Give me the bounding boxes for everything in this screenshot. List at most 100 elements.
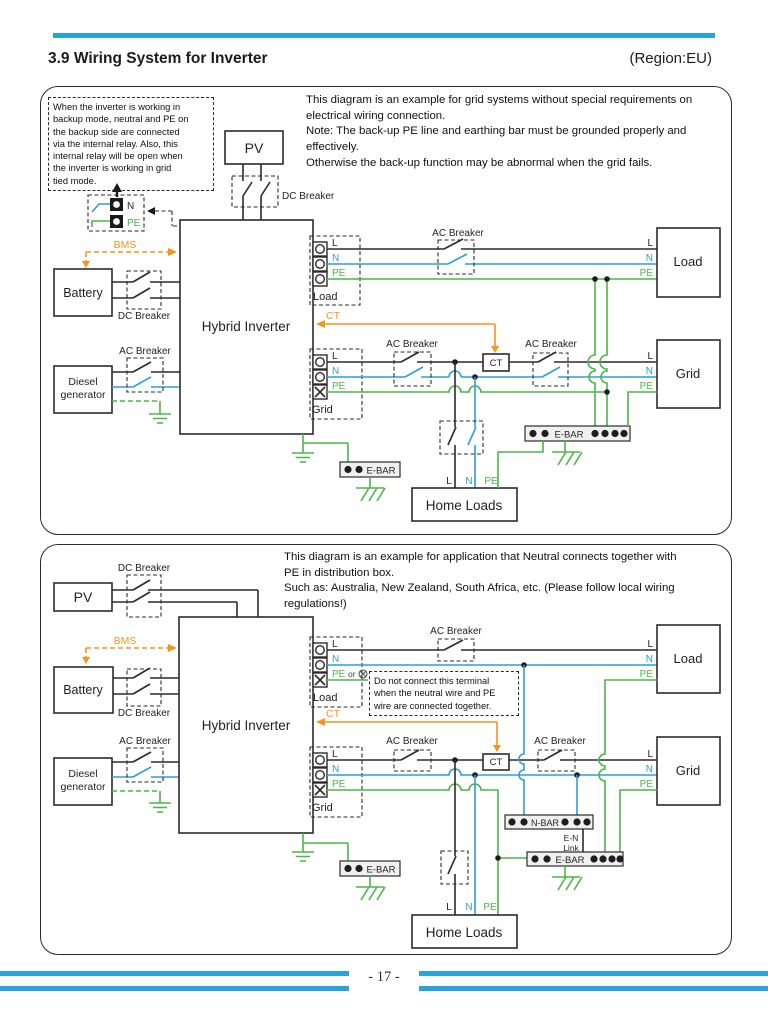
gen-breaker-box <box>126 747 164 783</box>
homeloads-pe-label: PE <box>484 476 498 487</box>
pv-wires <box>112 589 259 617</box>
loadbox-n-label: N <box>646 253 653 264</box>
grid-box-2 <box>656 736 721 806</box>
grid-n-hole <box>315 372 326 383</box>
ct-arrow-left <box>316 718 325 726</box>
diagram2-description: This diagram is an example for applicati… <box>284 551 677 611</box>
ct-link-1: CT <box>316 310 499 353</box>
load-breaker-box <box>437 638 475 662</box>
load-n-label: N <box>332 253 339 264</box>
neutral-pe-warning: Do not connect this terminal when the ne… <box>369 671 519 716</box>
battery-breaker-box <box>126 270 162 310</box>
generator-label-2: generator <box>61 389 106 401</box>
load-terminal-box <box>309 235 361 306</box>
load-row-1: AC Breaker L N PE Load <box>327 227 721 298</box>
grid-terminals-label: Grid <box>312 802 333 814</box>
grid-terminal-box <box>309 348 363 420</box>
bms-label: BMS <box>114 635 137 647</box>
grid-n-hole <box>315 770 326 781</box>
load-n-hole <box>315 259 326 270</box>
gen-earth <box>149 791 171 813</box>
load-n-label: N <box>332 654 339 665</box>
ebar-dot <box>355 864 363 873</box>
homeloads-n-label: N <box>465 476 472 487</box>
generator-breaker-label: AC Breaker <box>119 736 171 747</box>
pv-box <box>224 130 284 165</box>
battery-box <box>53 666 114 714</box>
grid-pe-wire <box>327 783 499 915</box>
grid-l-hole <box>315 357 326 368</box>
battery-wires <box>113 677 179 695</box>
ebar-right-label-1: E-BAR <box>554 430 583 441</box>
battery-branch-2: Battery DC Breaker <box>53 666 179 719</box>
page-title: 3.9 Wiring System for Inverter <box>48 50 268 67</box>
pe-drop-1 <box>587 279 596 426</box>
loadbox-n-label: N <box>646 654 653 665</box>
inverter-ground-1: E-BAR <box>292 434 401 502</box>
ebar-dot <box>601 429 609 438</box>
load-terminals-2: L N PE or Load <box>309 636 368 708</box>
grid-box-label-1: Grid <box>676 366 701 381</box>
load-breaker-label: AC Breaker <box>432 228 484 239</box>
dc-breaker-switches <box>242 181 271 197</box>
nbar-dot <box>520 818 528 826</box>
grid-terminals-2: L N PE Grid <box>309 746 363 818</box>
grid-row-1: AC Breaker AC Breaker CT L N PE Grid <box>327 339 721 409</box>
grid-l-switches <box>400 351 557 363</box>
load-n-hole <box>315 660 326 671</box>
home-loads-box-2 <box>411 914 518 949</box>
grid-terminal-box <box>309 746 363 818</box>
pv-label: PV <box>245 140 264 156</box>
gen-n-switch <box>132 376 152 388</box>
dc-breaker-label: DC Breaker <box>282 191 335 202</box>
ebar-dot <box>541 429 549 438</box>
ct-wire <box>325 721 498 745</box>
ebar-dot <box>620 429 628 438</box>
ebar-dot <box>590 855 598 863</box>
ebar-left-ground-2 <box>356 876 386 901</box>
battery-breaker-label: DC Breaker <box>118 311 171 322</box>
grid-breaker1-label: AC Breaker <box>386 736 438 747</box>
gen-l-switch <box>132 751 152 763</box>
ebar-dot <box>616 855 624 863</box>
battery-wires <box>112 281 180 299</box>
grid-pe-wire <box>327 385 607 393</box>
n-callout-wire <box>91 203 111 213</box>
load-l-hole <box>315 243 326 254</box>
ebar-dot <box>608 855 616 863</box>
bms-arrow-down <box>82 261 90 268</box>
homeloads-breaker-box <box>439 420 484 455</box>
battery-breaker-box <box>126 668 162 707</box>
nbar-dot <box>583 818 591 826</box>
bms-label: BMS <box>114 239 137 251</box>
grid-breaker1-box <box>393 351 432 387</box>
ct-arrow-down <box>493 745 501 752</box>
ebar-right-bar-1 <box>524 425 631 442</box>
battery-breaker-switches <box>132 667 151 695</box>
pe-junction-3 <box>604 389 610 395</box>
en-link-label-1: E-N <box>564 833 579 843</box>
region-label: (Region:EU) <box>629 50 712 67</box>
gen-l-switch <box>132 361 152 373</box>
grid-l-label: L <box>332 351 338 362</box>
inverter-earth-1 <box>292 434 314 463</box>
generator-breaker-label: AC Breaker <box>119 346 171 357</box>
ct-wire-label: CT <box>326 310 341 322</box>
grid-breaker1-box <box>393 749 432 772</box>
ebar-left-label-2: E-BAR <box>366 865 395 876</box>
load-box-label-2: Load <box>674 651 703 666</box>
load-pe-label: PE <box>332 669 346 680</box>
homeloads-l-label: L <box>446 902 452 913</box>
bms-link-2: BMS <box>82 635 177 664</box>
home-loads-drop-2: L N PE Home Loads <box>411 760 518 949</box>
gen-n-switch <box>132 766 152 778</box>
nbar-label: N-BAR <box>531 818 560 828</box>
battery-breaker-switches <box>132 271 151 299</box>
ct-arrow-left <box>316 320 325 328</box>
home-loads-drop-1: L N PE Home Loads <box>411 362 518 522</box>
ebar-left-label-1: E-BAR <box>366 466 395 477</box>
gridbox-pe-feed-1 <box>627 391 657 426</box>
gridbox-pe-label: PE <box>640 381 654 392</box>
